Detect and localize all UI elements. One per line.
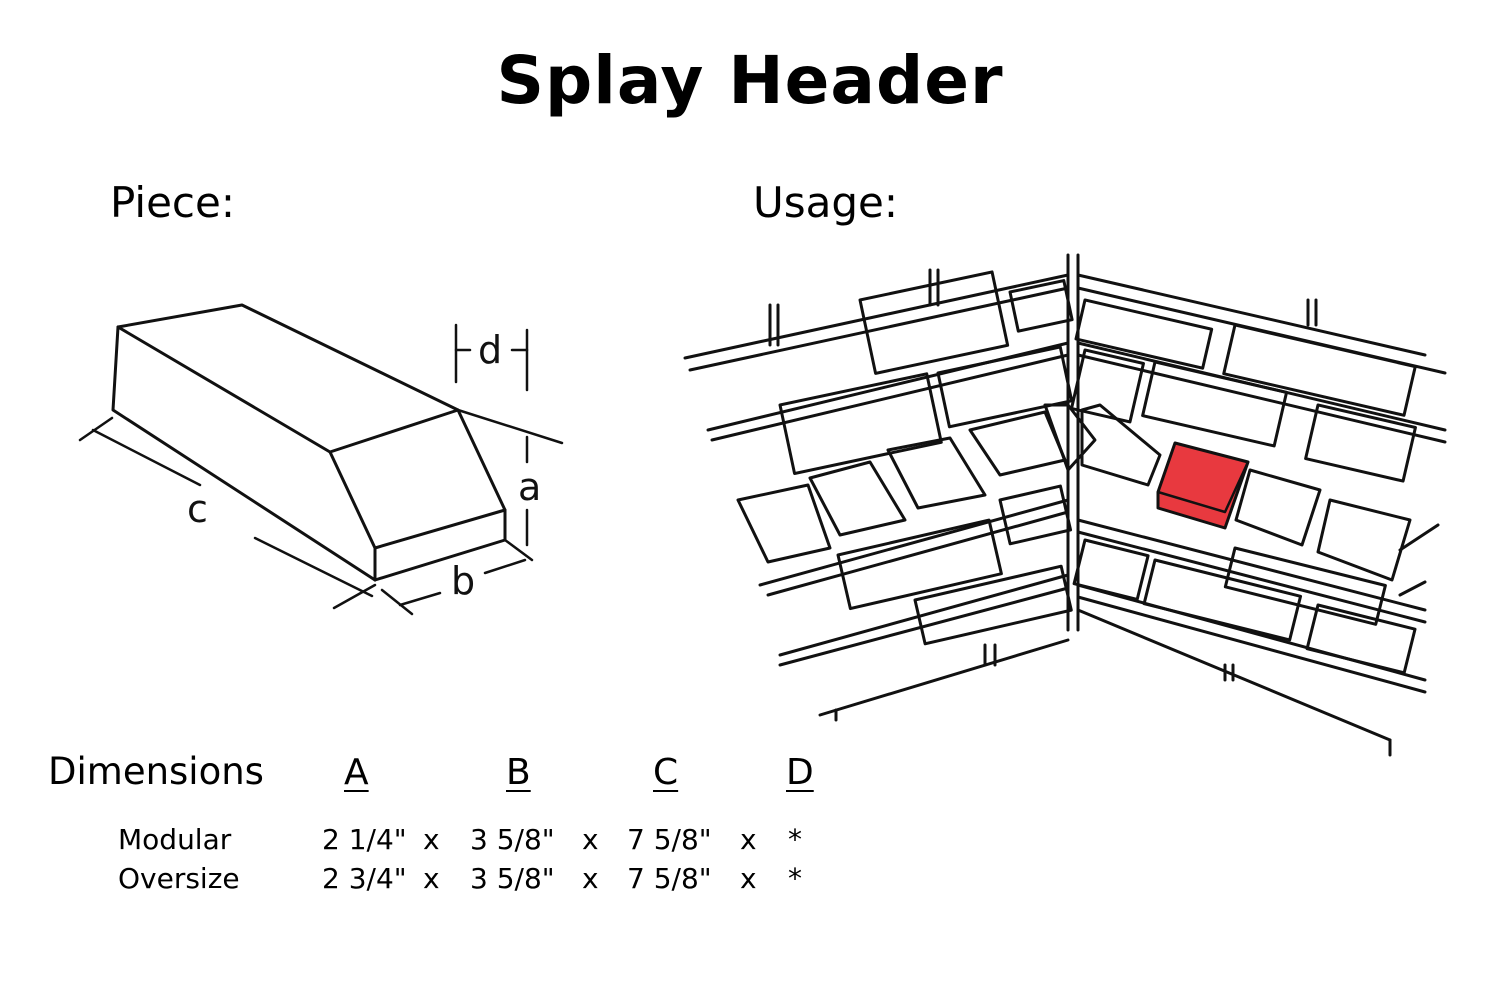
highlighted-splay-header [1156,441,1250,530]
usage-diagram [683,253,1447,757]
value-a: 2 1/4" [322,823,407,856]
value-c: 7 5/8" [627,862,712,895]
column-header-d: D [786,752,814,793]
piece-heading: Piece: [110,178,235,227]
piece-diagram: c b a d [78,303,564,616]
row-name: Oversize [118,862,240,895]
value-c: 7 5/8" [627,823,712,856]
usage-heading: Usage: [753,178,899,227]
brick-outline [111,303,507,582]
page-title: Splay Header [496,42,1004,119]
column-header-b: B [506,752,531,793]
dimensions-label: Dimensions [48,750,264,793]
value-d: * [788,862,802,895]
label-a: a [518,465,541,509]
table-row: Modular 2 1/4" x 3 5/8" x 7 5/8" x * [0,823,900,863]
separator: x [423,823,440,856]
dimension-lines [78,323,564,616]
value-a: 2 3/4" [322,862,407,895]
column-header-a: A [344,752,369,793]
separator: x [423,862,440,895]
wall-corner-lines [683,253,1447,757]
label-c: c [187,487,208,531]
table-row: Oversize 2 3/4" x 3 5/8" x 7 5/8" x * [0,862,900,902]
separator: x [582,823,599,856]
separator: x [740,823,757,856]
column-header-c: C [653,752,679,793]
row-name: Modular [118,823,232,856]
label-d: d [478,328,502,372]
label-b: b [451,559,475,603]
value-d: * [788,823,802,856]
value-b: 3 5/8" [470,862,555,895]
separator: x [740,862,757,895]
separator: x [582,862,599,895]
value-b: 3 5/8" [470,823,555,856]
